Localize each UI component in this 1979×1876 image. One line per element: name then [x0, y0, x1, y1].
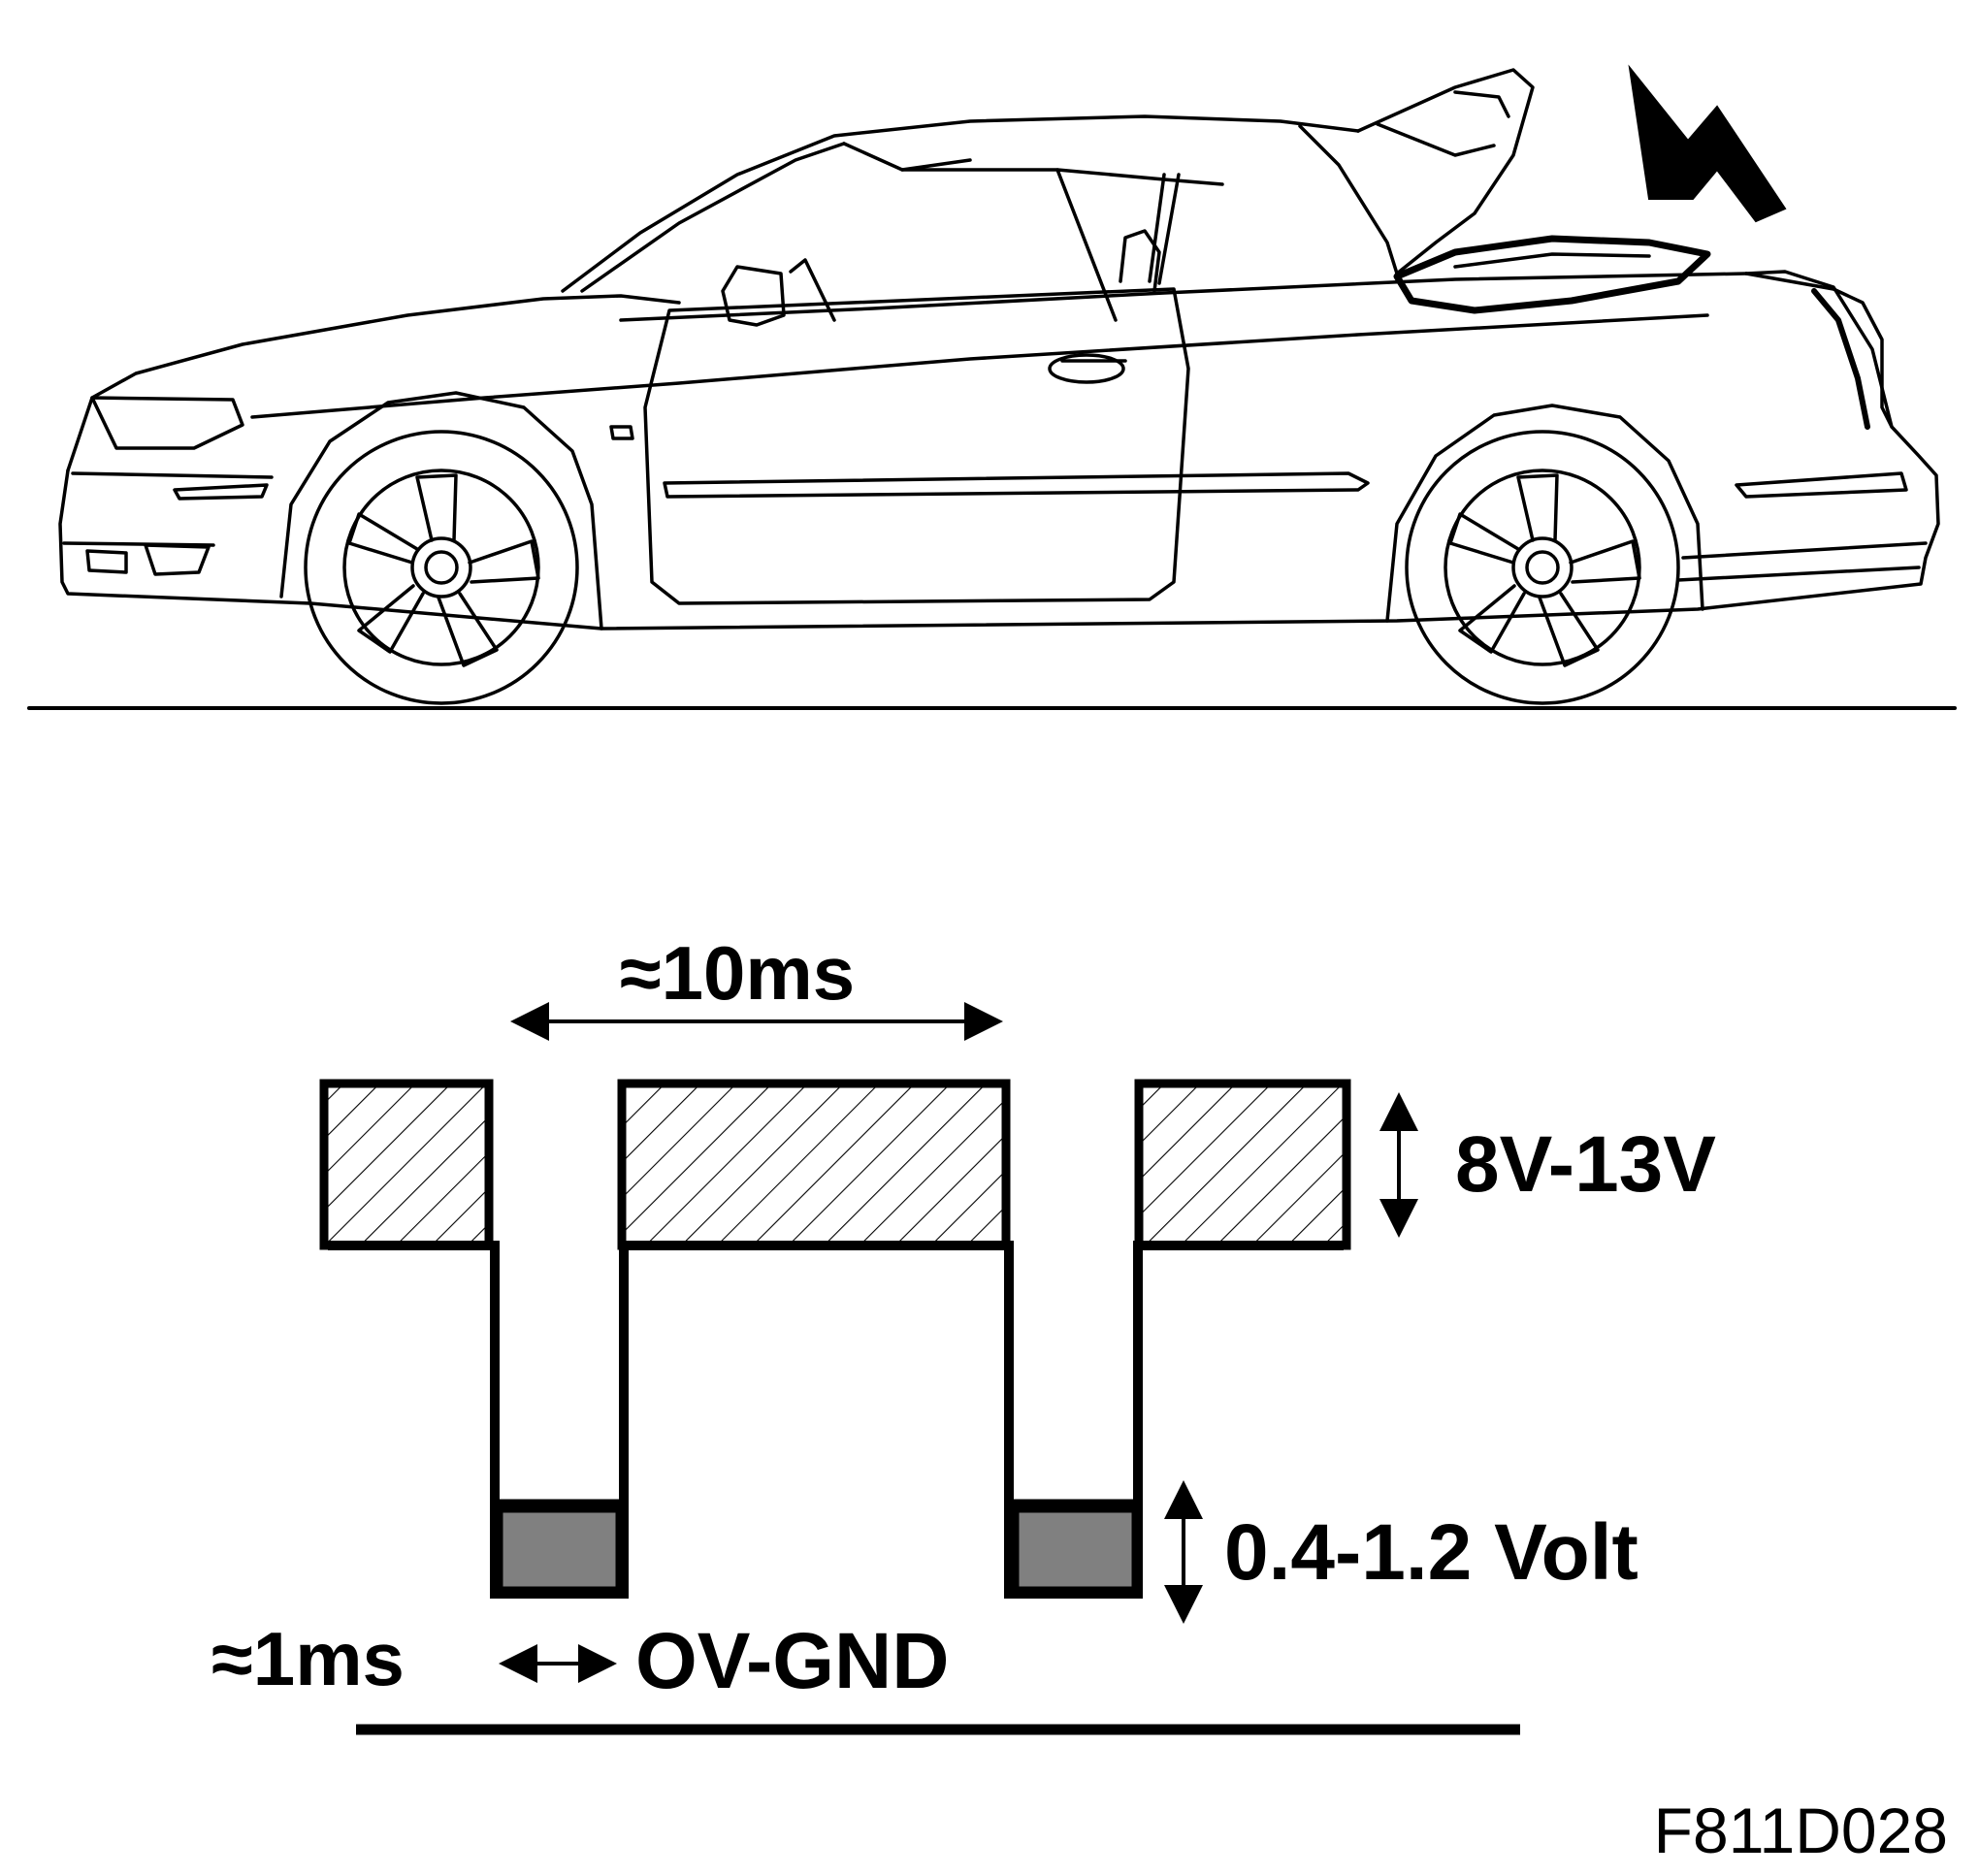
rear-reflector: [1735, 471, 1908, 499]
headlight: [90, 396, 244, 450]
fog-light: [85, 549, 128, 574]
door-handle: [1048, 353, 1125, 384]
door-outline: [643, 287, 1190, 605]
square-wave: [328, 1241, 1344, 1599]
signal-diagram: ≈10ms 8V-13V 0.4-1.2 Volt ≈1ms OV-GND F8…: [211, 930, 1948, 1866]
high-level-block: [319, 1079, 494, 1250]
high-level-block: [617, 1079, 1011, 1250]
beltline: [619, 272, 1748, 322]
body-outline: [58, 270, 1940, 631]
folding-top: [1356, 68, 1535, 275]
pulse-width-label: ≈1ms: [211, 1616, 405, 1701]
low-level-block: [1010, 1504, 1141, 1596]
front-wheel: [304, 430, 579, 705]
rear-wheel: [1405, 430, 1680, 705]
period-label: ≈10ms: [620, 930, 855, 1016]
car-illustration: [27, 68, 1957, 710]
side-mirror: [721, 265, 786, 327]
low-voltage-label: 0.4-1.2 Volt: [1224, 1508, 1638, 1597]
ground-label: OV-GND: [635, 1617, 949, 1705]
front-wheel-arch: [279, 391, 603, 631]
side-molding: [663, 471, 1370, 499]
high-voltage-label: 8V-13V: [1455, 1120, 1716, 1209]
tonneau-cover: [1393, 235, 1711, 314]
low-level-block: [494, 1504, 625, 1596]
hood-line: [66, 294, 681, 472]
high-level-block: [1134, 1079, 1351, 1250]
roof-line: [561, 114, 1360, 293]
seat: [1119, 229, 1161, 293]
rear-wheel-arch: [1385, 404, 1704, 623]
b-pillar: [1148, 173, 1166, 283]
arrow-icon: [1628, 64, 1787, 223]
figure-code: F811D028: [1654, 1795, 1948, 1866]
